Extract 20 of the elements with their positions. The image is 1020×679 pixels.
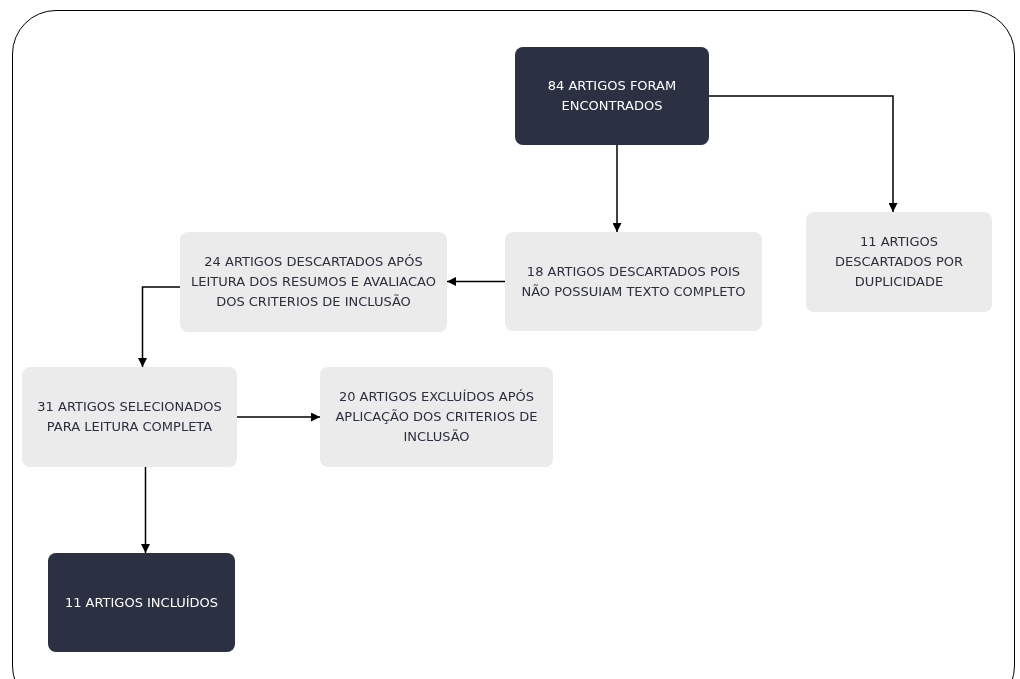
box-text: 11 ARTIGOS DESCARTADOS POR DUPLICIDADE xyxy=(833,233,965,291)
process-box xyxy=(505,232,762,331)
process-box xyxy=(48,553,235,652)
process-box xyxy=(806,212,992,312)
box-text: 20 ARTIGOS EXCLUÍDOS APÓS APLICAÇÃO DOS CRITERIOS DE INCLUSÃO xyxy=(334,388,539,446)
box-text: 84 ARTIGOS FORAM ENCONTRADOS xyxy=(546,77,678,115)
arrow xyxy=(708,95,898,213)
box-text: 24 ARTIGOS DESCARTADOS APÓS LEITURA DOS RESUMOS E AVALIACAO DOS CRITERIOS DE INCLUSÃO xyxy=(190,253,437,311)
arrow xyxy=(141,466,150,554)
process-box xyxy=(22,367,237,467)
box-text: 11 ARTIGOS INCLUÍDOS xyxy=(64,593,219,612)
arrow xyxy=(138,286,181,368)
box-text: 18 ARTIGOS DESCARTADOS POIS NÃO POSSUIAM TEXTO COMPLETO xyxy=(520,262,747,301)
arrow xyxy=(236,412,321,422)
box-text: 31 ARTIGOS SELECIONADOS PARA LEITURA COMPLETA xyxy=(36,398,223,436)
process-box xyxy=(515,47,709,145)
process-box xyxy=(180,232,447,332)
arrow xyxy=(612,144,622,233)
arrow xyxy=(446,277,506,286)
process-box xyxy=(320,367,553,467)
